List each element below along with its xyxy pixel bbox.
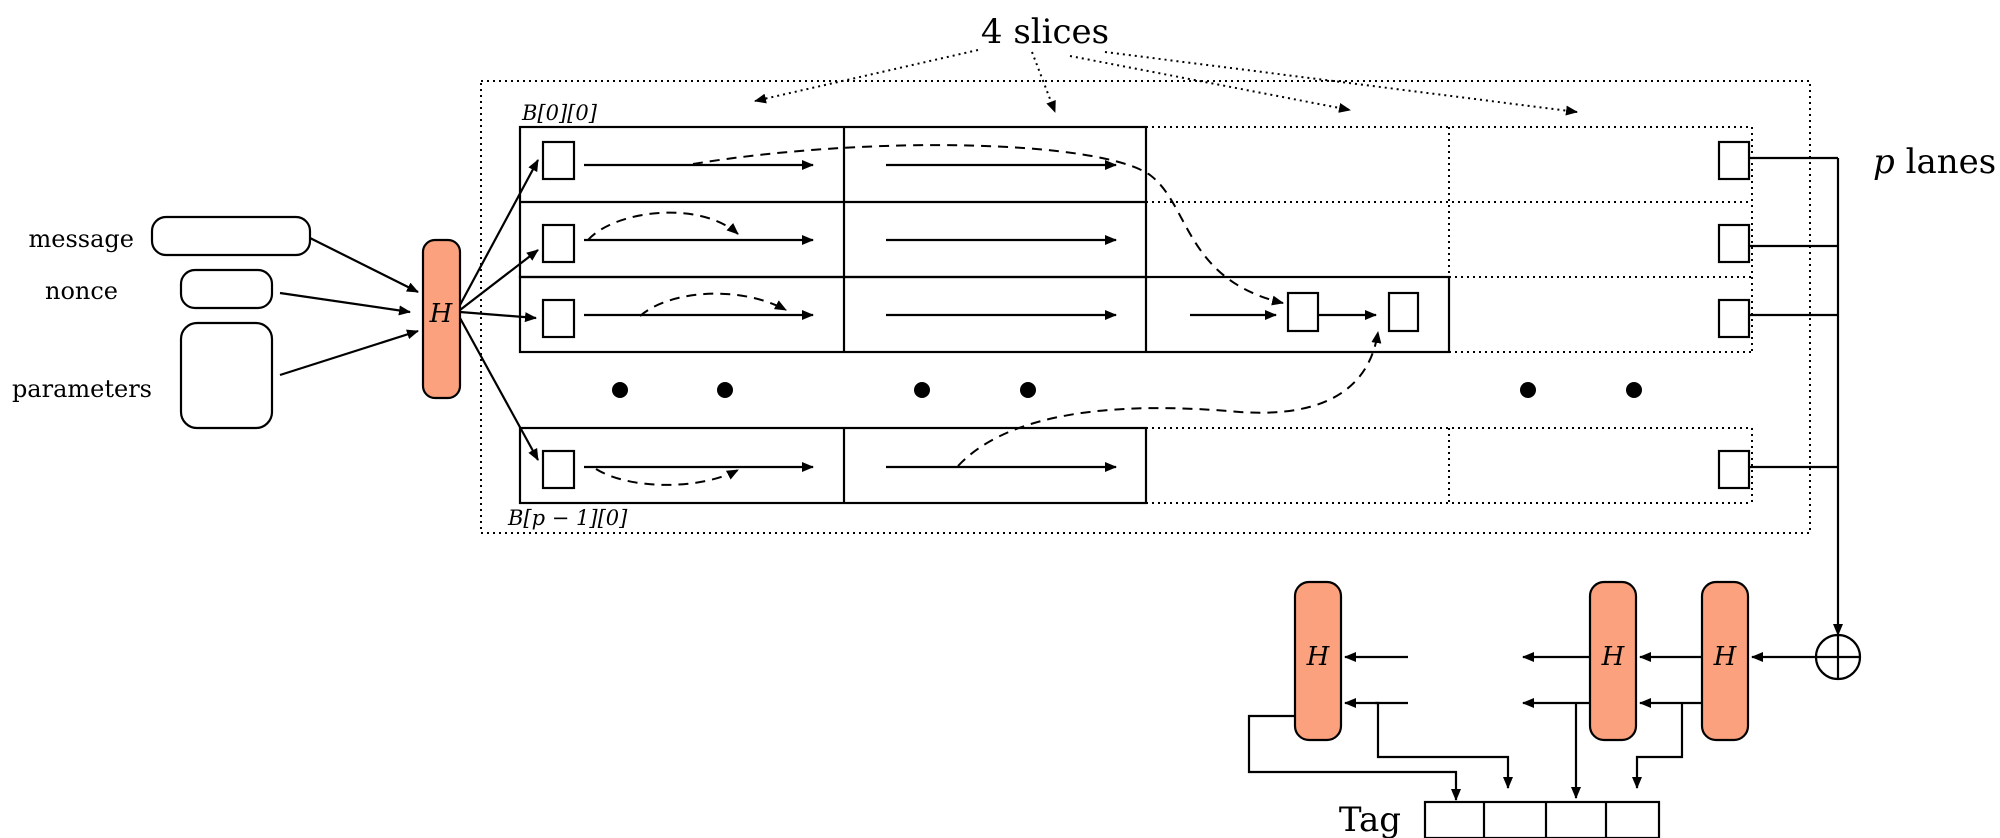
first-blocks <box>541 140 576 490</box>
last-blocks <box>1717 140 1751 490</box>
nonce-box <box>179 268 274 310</box>
hash-block-3 <box>1293 580 1343 742</box>
message-box <box>150 215 312 257</box>
tag-cells <box>1423 800 1661 838</box>
memory-frame <box>480 80 1811 534</box>
slices-pointer-arrows <box>754 49 1578 116</box>
nonce-label: nonce <box>45 277 118 305</box>
block-first-label: B[0][0] <box>521 101 598 125</box>
hash-label-3: H <box>1306 642 1331 672</box>
dots-icon <box>612 382 1642 398</box>
inputs <box>150 215 312 430</box>
hash-chain-arrows <box>1344 652 1702 708</box>
block-last-label: B[p − 1][0] <box>507 506 628 530</box>
hash-block-1 <box>1700 580 1750 742</box>
hash-label-2: H <box>1601 642 1626 672</box>
xor-collect-lines <box>1749 156 1843 636</box>
slices-label: 4 slices <box>981 12 1109 52</box>
hash-to-lane-arrows <box>459 159 539 461</box>
current-blocks <box>1286 291 1420 333</box>
tag-label: Tag <box>1339 800 1401 838</box>
hash-block-2 <box>1588 580 1638 742</box>
fill-arrows <box>584 160 1377 472</box>
hash-label-1: H <box>1713 642 1738 672</box>
message-label: message <box>29 225 134 253</box>
reference-arrows <box>587 144 1382 486</box>
parameters-box <box>179 321 274 430</box>
hash-label-initial: H <box>429 299 454 329</box>
hash-to-tag-arrows <box>1247 701 1684 801</box>
circled-plus-icon <box>1814 633 1862 681</box>
parameters-label: parameters <box>12 375 152 403</box>
input-arrows <box>279 237 419 377</box>
lanes-label: p lanes <box>1873 142 1996 182</box>
